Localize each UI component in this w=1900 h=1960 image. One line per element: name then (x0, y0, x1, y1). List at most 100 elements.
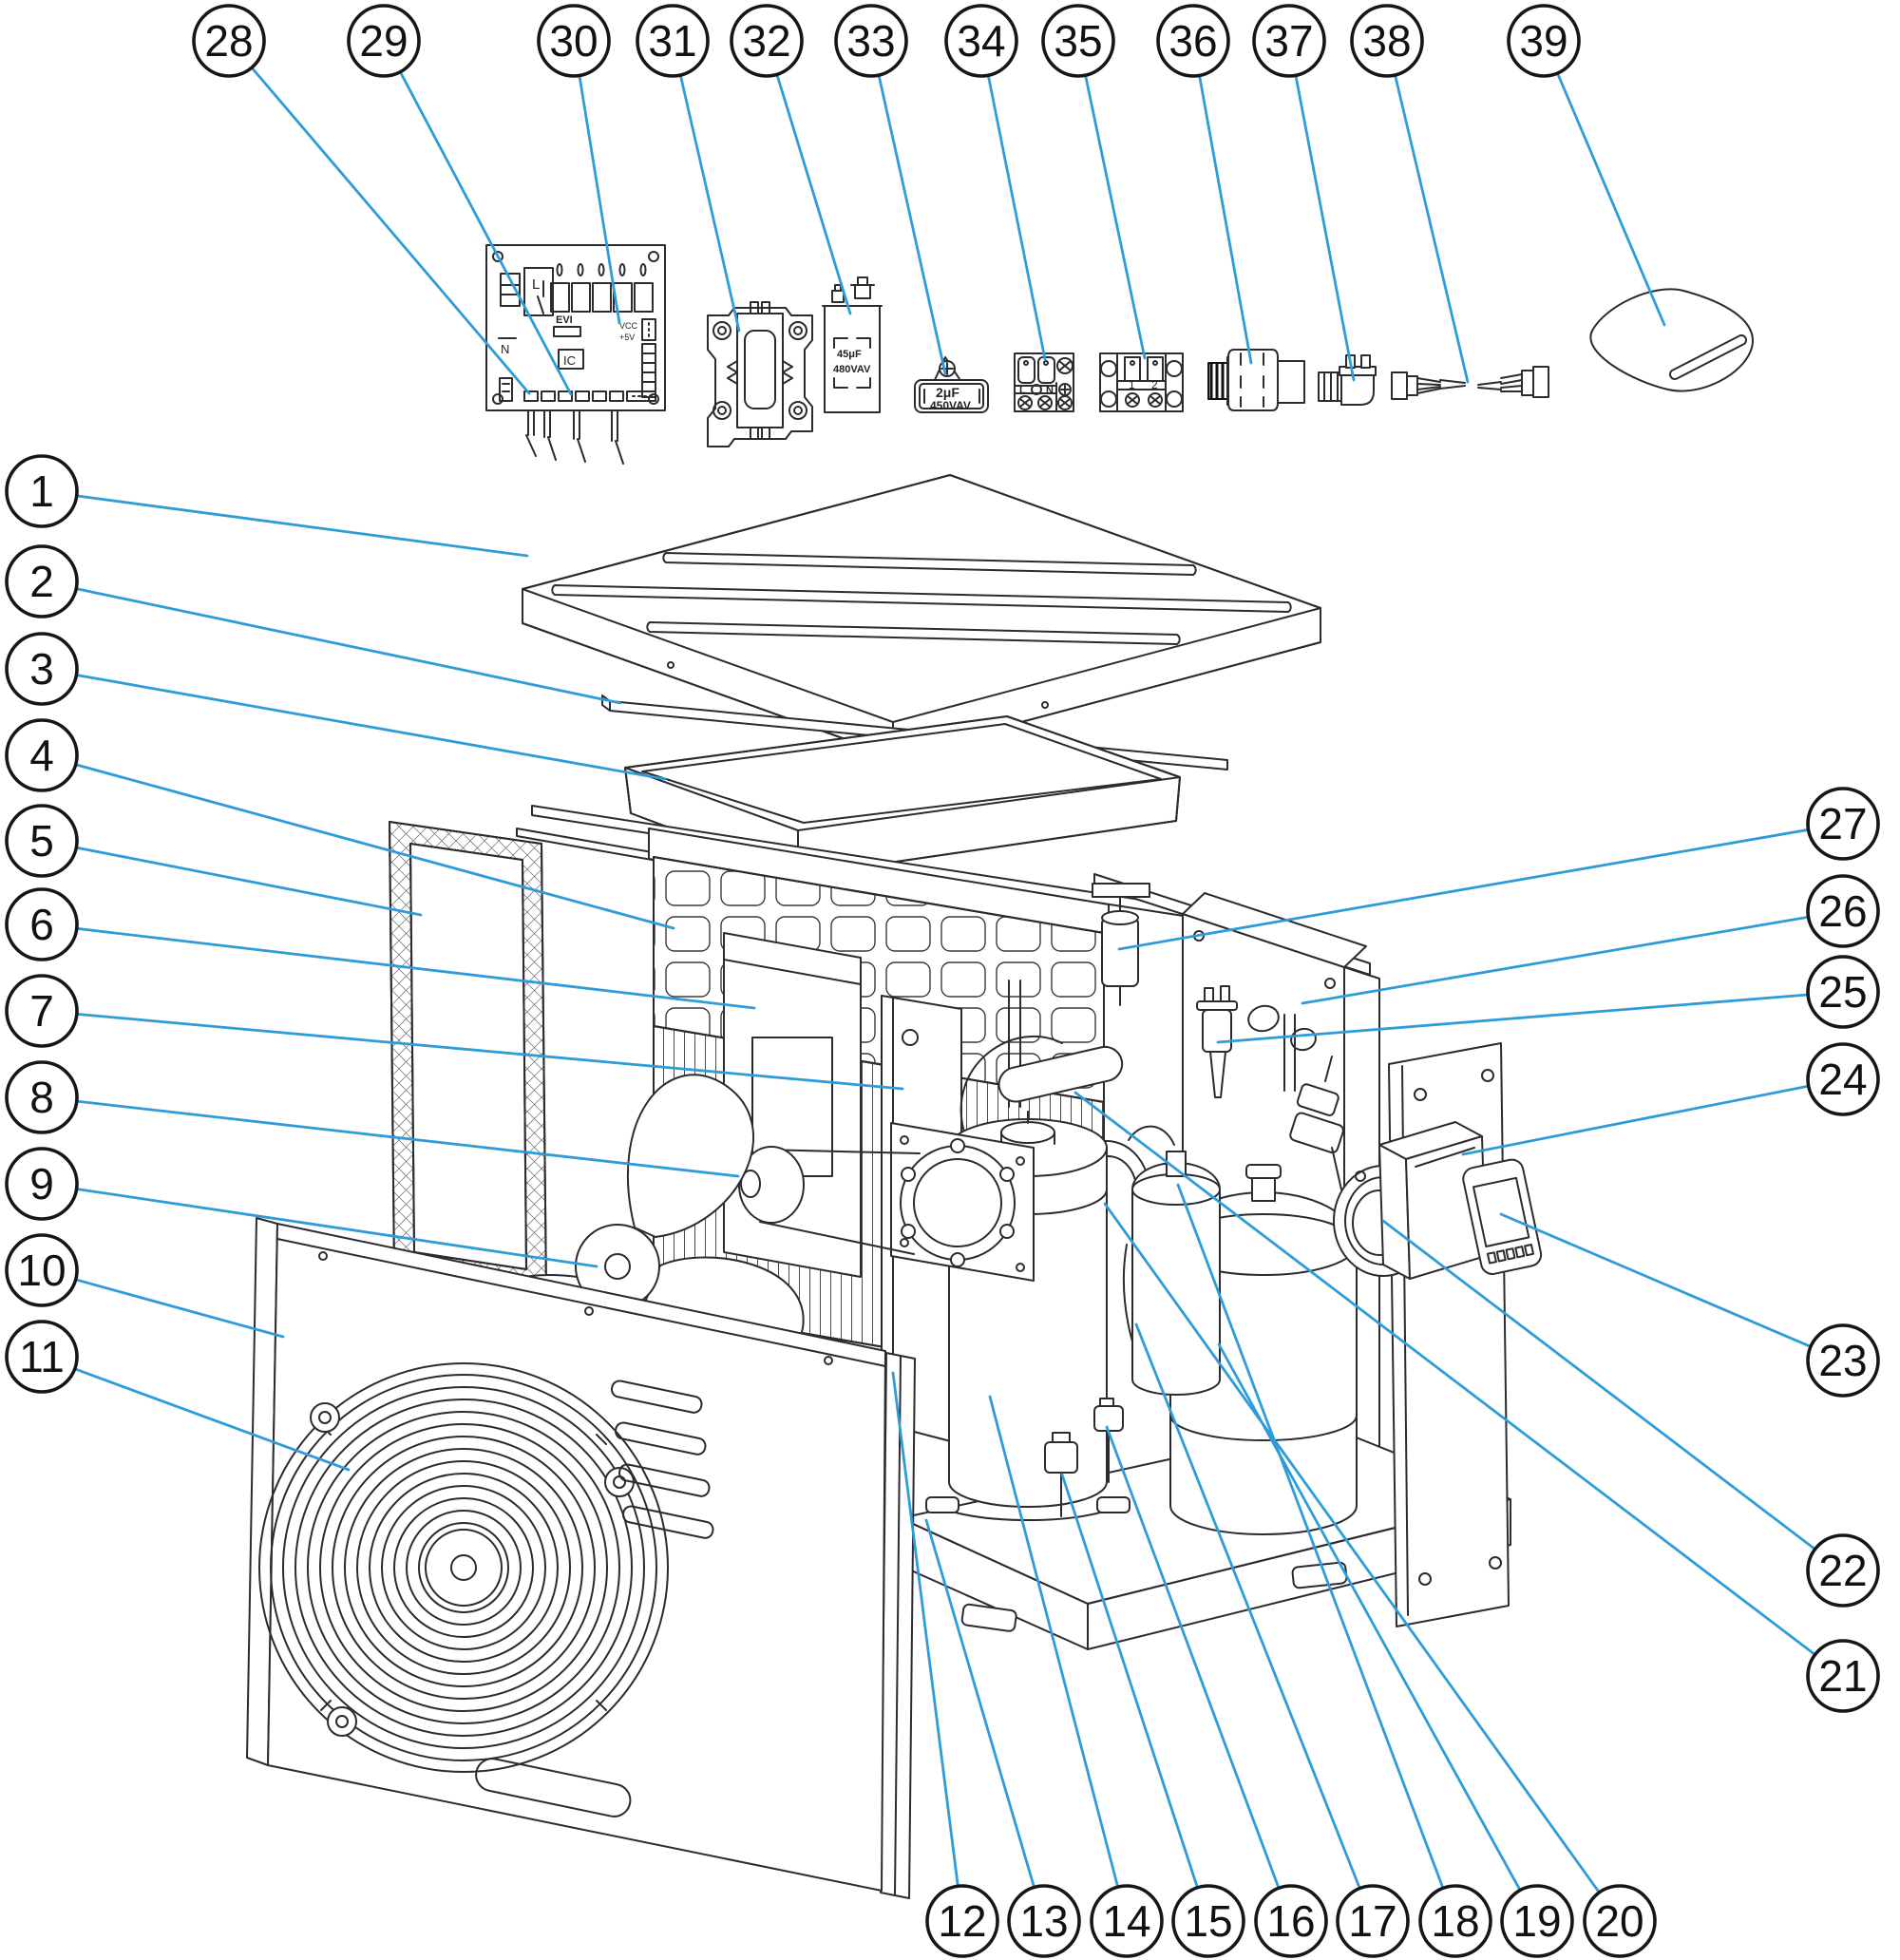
leader-6 (75, 926, 756, 1010)
callout-35: 35 (1041, 4, 1115, 78)
svg-text:35: 35 (1054, 16, 1102, 66)
svg-text:8: 8 (29, 1073, 54, 1122)
callout-38: 38 (1350, 4, 1424, 78)
callout-31: 31 (636, 4, 710, 78)
fan-motor (738, 1122, 1035, 1282)
pcb-label-vcc: VCC (619, 321, 638, 331)
svg-text:13: 13 (1019, 1896, 1068, 1946)
drip-tray (624, 715, 1181, 877)
svg-text:18: 18 (1431, 1896, 1479, 1946)
handle-cutout (475, 1758, 632, 1817)
drain-elbow (1318, 354, 1377, 406)
corner-post (880, 1352, 916, 1899)
svg-text:4: 4 (29, 731, 54, 780)
pcb-label-n: N (501, 342, 509, 356)
svg-text:25: 25 (1818, 967, 1867, 1017)
fan-capacitor: 2μF 450VAV (914, 356, 989, 413)
svg-text:22: 22 (1818, 1546, 1867, 1595)
leader-34 (986, 73, 1047, 361)
leader-8 (75, 1099, 740, 1178)
callout-26: 26 (1806, 874, 1880, 948)
callout-34: 34 (944, 4, 1018, 78)
callout-33: 33 (834, 4, 908, 78)
flare-union (1289, 1056, 1344, 1190)
svg-text:16: 16 (1266, 1896, 1315, 1946)
svg-text:19: 19 (1512, 1896, 1561, 1946)
svg-text:1: 1 (29, 466, 54, 516)
callout-17: 17 (1336, 1884, 1410, 1958)
callout-11: 11 (5, 1320, 79, 1394)
leader-38 (1394, 73, 1470, 384)
callout-1: 1 (5, 454, 79, 528)
callout-13: 13 (1007, 1884, 1081, 1958)
terminal-l: L (1019, 385, 1026, 396)
callout-3: 3 (5, 632, 79, 706)
leader-29 (398, 70, 573, 396)
callout-39: 39 (1507, 4, 1581, 78)
svg-text:36: 36 (1168, 16, 1217, 66)
pcb-pins (525, 409, 624, 465)
callout-37: 37 (1252, 4, 1326, 78)
leader-24 (1461, 1084, 1811, 1156)
left-frame-panel (389, 821, 547, 1295)
callout-32: 32 (730, 4, 804, 78)
callout-19: 19 (1500, 1884, 1574, 1958)
wire-harness (1391, 366, 1549, 400)
svg-text:33: 33 (846, 16, 895, 66)
callout-8: 8 (5, 1060, 79, 1134)
svg-text:11: 11 (19, 1332, 65, 1381)
leader-lines (73, 66, 1816, 1894)
svg-text:14: 14 (1102, 1896, 1150, 1946)
leader-10 (74, 1278, 285, 1339)
callout-28: 28 (192, 4, 266, 78)
svg-text:2: 2 (29, 557, 54, 606)
callout-20: 20 (1583, 1884, 1657, 1958)
power-terminal-block: L N (1014, 352, 1074, 412)
front-panel (246, 1217, 886, 1892)
terminal-1: 1 (1129, 378, 1135, 391)
svg-text:21: 21 (1818, 1651, 1867, 1701)
contactor (707, 301, 813, 447)
aux-terminal-block: 1 2 (1099, 352, 1184, 412)
svg-text:26: 26 (1818, 886, 1867, 936)
leader-20 (1103, 1202, 1601, 1894)
leader-13 (924, 1518, 1036, 1889)
leader-14 (988, 1395, 1120, 1889)
svg-text:39: 39 (1519, 16, 1568, 66)
solenoid-valve-a (1044, 1432, 1078, 1517)
leader-1 (75, 494, 529, 558)
callout-10: 10 (5, 1233, 79, 1307)
svg-text:15: 15 (1184, 1896, 1232, 1946)
leader-12 (891, 1371, 960, 1888)
callout-9: 9 (5, 1147, 79, 1221)
svg-text:29: 29 (359, 16, 408, 66)
callout-5: 5 (5, 804, 79, 878)
leader-4 (74, 763, 675, 930)
callout-21: 21 (1806, 1639, 1880, 1713)
terminal-2: 2 (1151, 378, 1158, 391)
leader-33 (877, 73, 947, 375)
pcb-label-evi: EVI (556, 314, 573, 326)
top-cover (522, 474, 1321, 757)
leader-21 (1074, 1091, 1816, 1657)
water-union (1207, 349, 1305, 411)
leader-30 (578, 74, 621, 325)
leader-31 (678, 73, 741, 333)
leader-28 (250, 66, 531, 395)
callout-12: 12 (925, 1884, 999, 1958)
svg-text:28: 28 (204, 16, 253, 66)
display-controller (1462, 1158, 1543, 1275)
run-capacitor-label-1: 45μF (837, 349, 862, 360)
leader-11 (73, 1367, 351, 1472)
svg-text:7: 7 (29, 986, 54, 1036)
svg-text:10: 10 (17, 1246, 66, 1295)
leader-32 (775, 72, 852, 315)
fan-capacitor-label-1: 2μF (936, 385, 960, 400)
leader-23 (1499, 1212, 1813, 1348)
svg-text:12: 12 (938, 1896, 986, 1946)
leader-16 (1105, 1425, 1281, 1890)
accumulator (1131, 1151, 1221, 1396)
control-pcb: L EVI VCC +5V N IC (485, 244, 666, 465)
svg-text:9: 9 (29, 1159, 54, 1208)
